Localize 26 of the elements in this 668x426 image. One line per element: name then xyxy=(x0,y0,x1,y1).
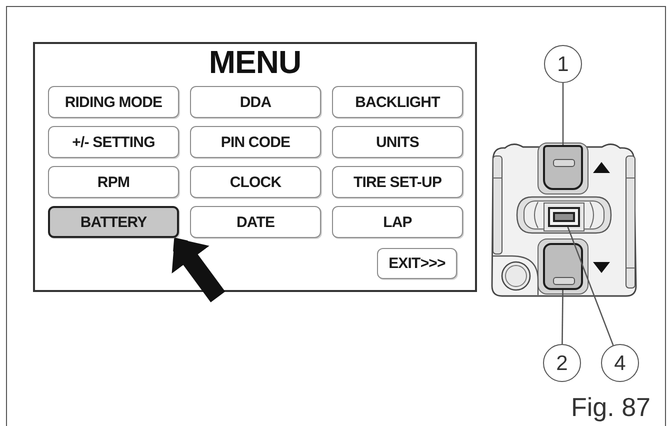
menu-option: BACKLIGHT xyxy=(332,86,463,118)
menu-option: CLOCK xyxy=(190,166,321,198)
down-button xyxy=(543,243,583,290)
menu-option: DATE xyxy=(190,206,321,238)
leader-line xyxy=(567,226,614,346)
center-button xyxy=(548,207,580,227)
callout-number: 1 xyxy=(544,45,582,83)
pointer-arrow xyxy=(171,238,226,302)
figure-number: Fig. 87 xyxy=(571,393,650,421)
menu-option: RIDING MODE xyxy=(48,86,179,118)
menu-screen xyxy=(33,42,477,292)
menu-option: RPM xyxy=(48,166,179,198)
callout-number: 2 xyxy=(543,344,581,382)
up-button xyxy=(543,145,583,190)
leader-line xyxy=(562,290,564,344)
menu-option: UNITS xyxy=(332,126,463,158)
menu-title: MENU xyxy=(208,46,302,78)
menu-option: PIN CODE xyxy=(190,126,321,158)
menu-option: +/- SETTING xyxy=(48,126,179,158)
callout-number: 4 xyxy=(601,344,639,382)
leader-line xyxy=(562,83,564,145)
selected-menu-option: BATTERY xyxy=(48,206,179,238)
exit-option: EXIT>>> xyxy=(377,248,457,279)
menu-option: DDA xyxy=(190,86,321,118)
menu-option: TIRE SET-UP xyxy=(332,166,463,198)
menu-option: LAP xyxy=(332,206,463,238)
